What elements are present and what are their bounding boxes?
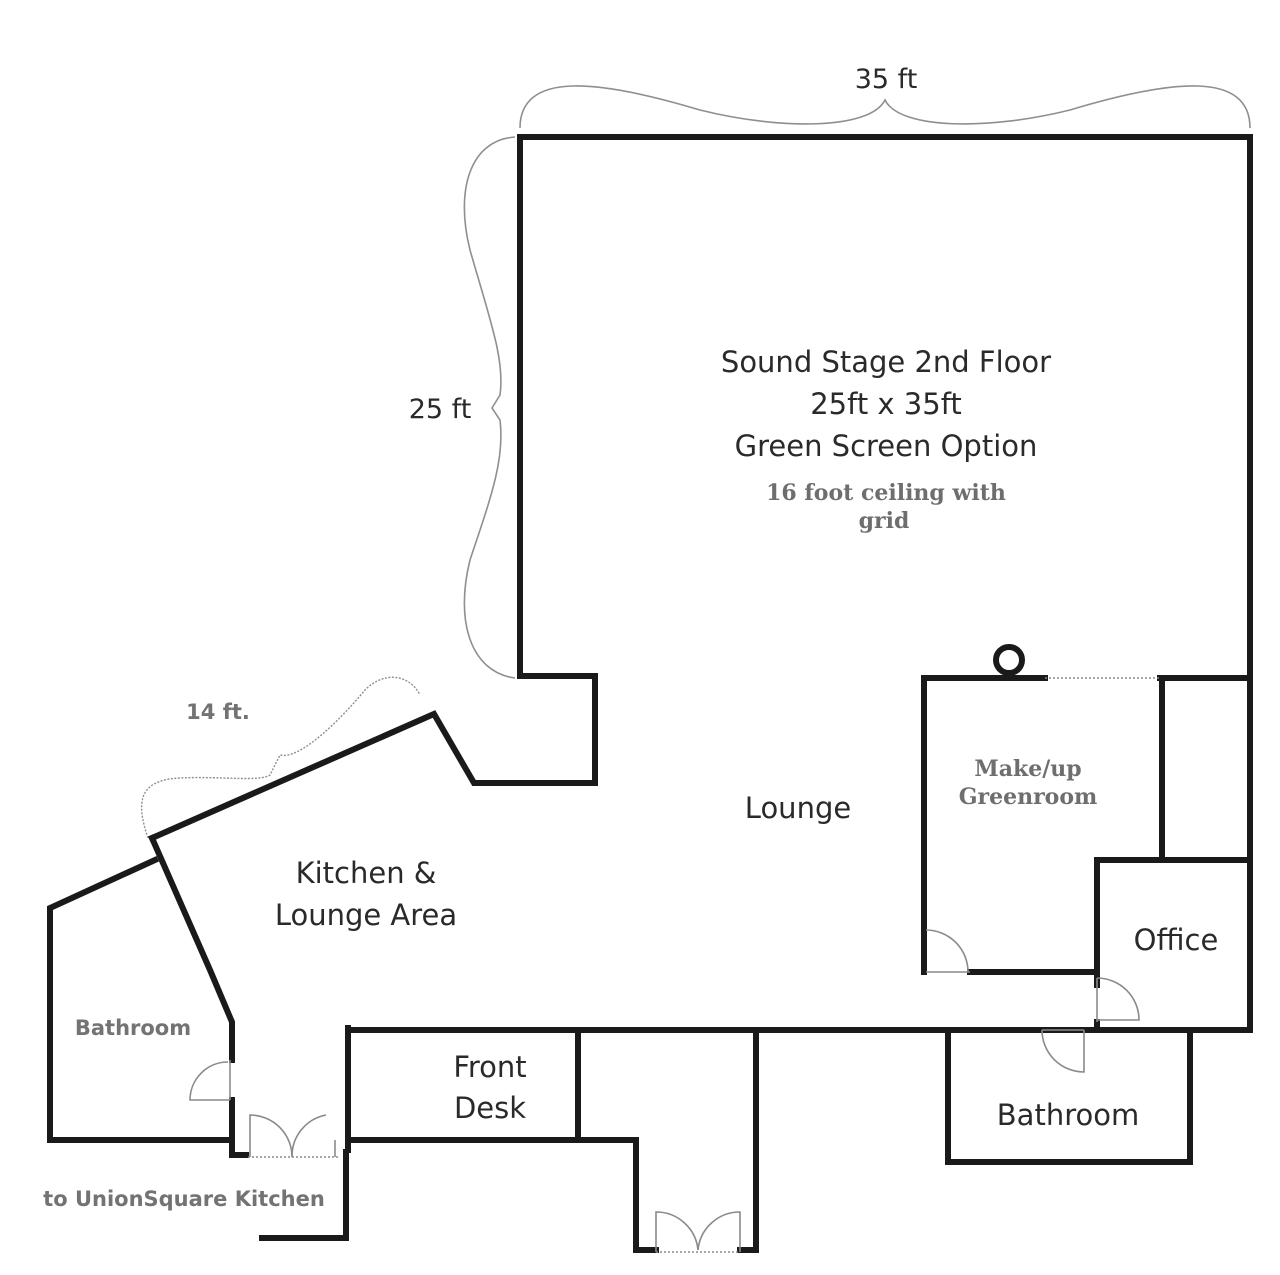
walls xyxy=(47,134,1253,1253)
kitchen-label: Kitchen & Lounge Area xyxy=(275,856,457,932)
kitchen-wall-dimension-label: 14 ft. xyxy=(186,700,250,724)
exit-label: to UnionSquare Kitchen xyxy=(43,1187,325,1211)
sound-stage-option: Green Screen Option xyxy=(735,429,1038,463)
bathroom-right-label: Bathroom xyxy=(997,1098,1139,1132)
door-main-entrance xyxy=(655,1211,741,1253)
door-office xyxy=(1096,977,1140,1022)
column-icon xyxy=(993,644,1025,676)
door-greenroom xyxy=(925,929,970,973)
door-bathroom-left xyxy=(189,1060,231,1101)
makeup-label: Make/up Greenroom xyxy=(959,756,1098,810)
sound-stage-size: 25ft x 35ft xyxy=(810,387,962,421)
door-bathroom-right xyxy=(1041,1029,1085,1073)
door-kitchen-exit xyxy=(248,1114,340,1158)
width-dimension-label: 35 ft xyxy=(855,64,918,95)
bathroom-left-label: Bathroom xyxy=(75,1016,191,1040)
front-desk-label-1: Front xyxy=(453,1050,526,1084)
front-desk-label: Front Desk xyxy=(453,1050,526,1125)
lounge-label: Lounge xyxy=(745,791,851,825)
dimension-14ft: 14 ft. xyxy=(141,676,421,839)
sound-stage-label: Sound Stage 2nd Floor 25ft x 35ft Green … xyxy=(721,345,1051,534)
sound-stage-note-2: grid xyxy=(859,508,910,534)
dimension-25ft: 25 ft xyxy=(409,136,516,679)
sound-stage-note-1: 16 foot ceiling with xyxy=(766,480,1006,506)
front-desk-label-2: Desk xyxy=(454,1091,526,1125)
office-label: Office xyxy=(1134,923,1219,957)
kitchen-label-1: Kitchen & xyxy=(296,856,437,890)
kitchen-label-2: Lounge Area xyxy=(275,898,457,932)
dimension-35ft: 35 ft xyxy=(519,64,1251,129)
makeup-label-2: Greenroom xyxy=(959,784,1098,810)
sound-stage-title: Sound Stage 2nd Floor xyxy=(721,345,1051,379)
height-dimension-label: 25 ft xyxy=(409,394,472,425)
makeup-label-1: Make/up xyxy=(974,756,1081,782)
